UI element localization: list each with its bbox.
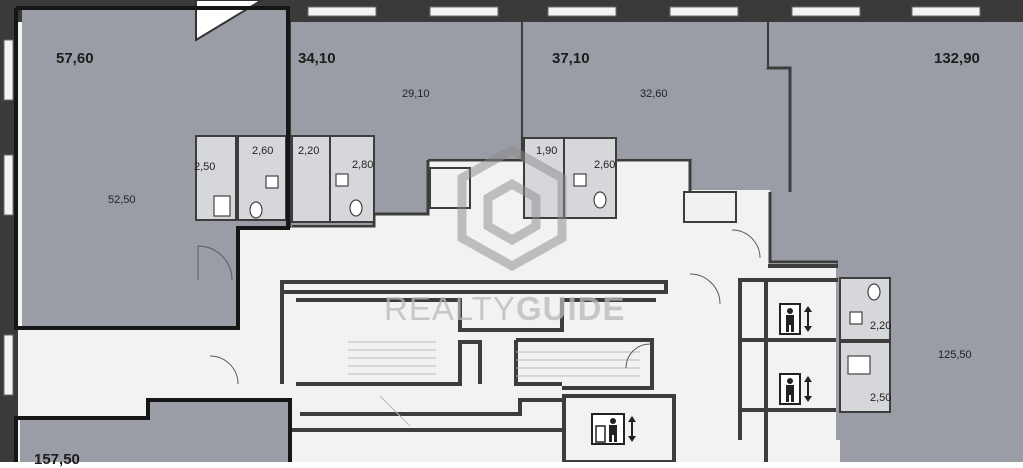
freight-elevator-icon — [591, 413, 636, 445]
unit-c-bath1-area: 1,90 — [536, 145, 558, 157]
watermark-brand: REALTYGUIDE — [384, 290, 625, 328]
unit-c-total-area: 37,10 — [552, 50, 590, 67]
watermark-brand-light: REALTY — [384, 290, 516, 327]
unit-c-bath2-area: 2,60 — [594, 159, 616, 171]
unit-a-bath2-area: 2,60 — [252, 145, 274, 157]
unit-b-bath2-area: 2,80 — [352, 159, 374, 171]
watermark-logo-icon — [457, 144, 567, 272]
unit-c-room-area: 32,60 — [640, 88, 668, 100]
unit-e-total-area: 157,50 — [34, 451, 80, 468]
watermark-brand-bold: GUIDE — [515, 290, 626, 327]
unit-a-total-area: 57,60 — [56, 50, 94, 67]
unit-a-room-area: 52,50 — [108, 194, 136, 206]
unit-a-outline[interactable] — [14, 6, 290, 330]
unit-d-room-area: 125,50 — [938, 349, 972, 361]
unit-a-bath1-area: 2,50 — [194, 161, 216, 173]
elevator-icon — [779, 303, 812, 335]
unit-d-bath1-area: 2,20 — [870, 320, 892, 332]
elevator-icon — [779, 373, 812, 405]
unit-e-outline[interactable] — [14, 398, 292, 462]
unit-b-total-area: 34,10 — [298, 50, 336, 67]
unit-d-total-area: 132,90 — [934, 50, 980, 67]
unit-d-bath2-area: 2,50 — [870, 392, 892, 404]
unit-b-room-area: 29,10 — [402, 88, 430, 100]
unit-b-bath1-area: 2,20 — [298, 145, 320, 157]
